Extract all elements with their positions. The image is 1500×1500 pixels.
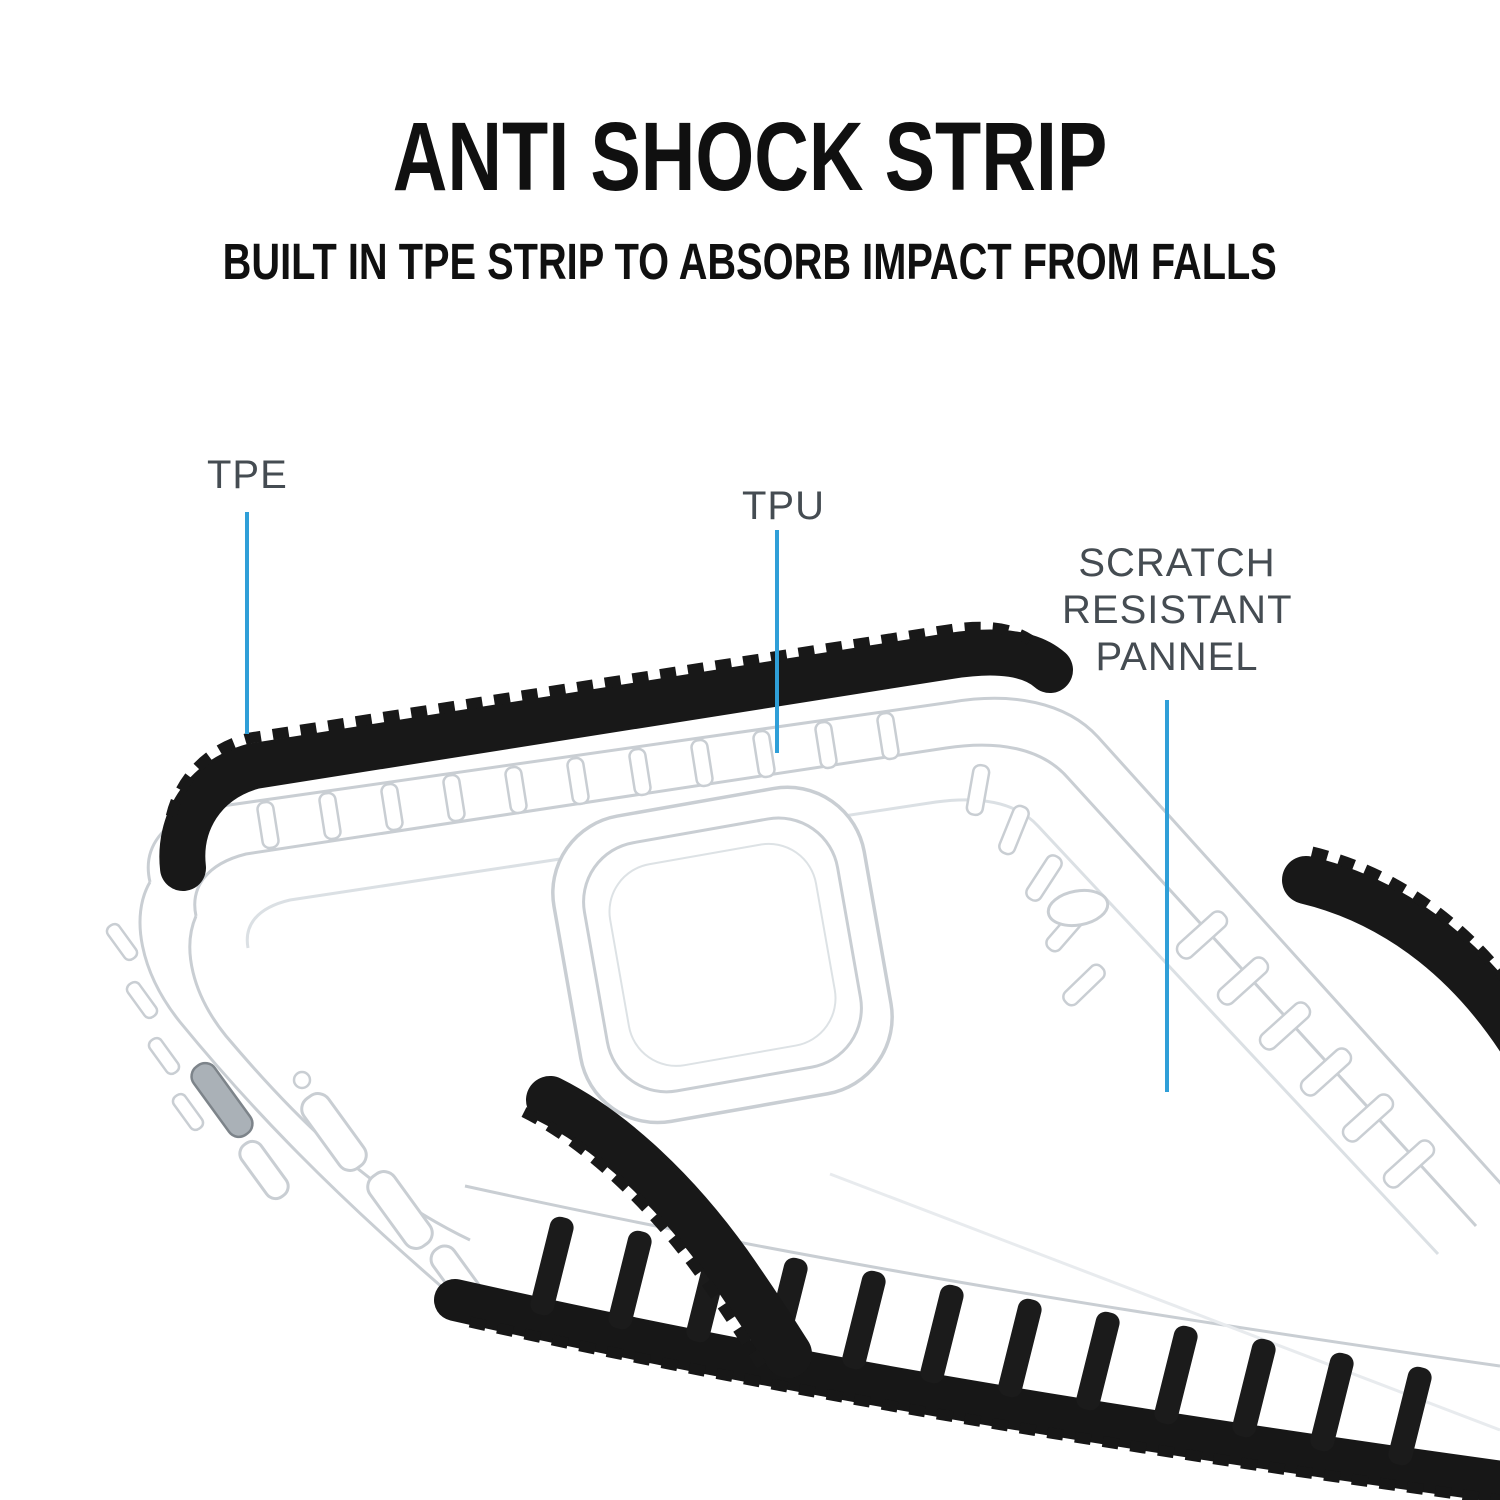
- page-subtitle: BUILT IN TPE STRIP TO ABSORB IMPACT FROM…: [0, 236, 1500, 287]
- scratch-leader-line: [1165, 700, 1169, 1092]
- page-subtitle-text: BUILT IN TPE STRIP TO ABSORB IMPACT FROM…: [222, 233, 1278, 290]
- page-title-text: ANTI SHOCK STRIP: [392, 102, 1108, 211]
- clear-case-outline: [138, 696, 1500, 1432]
- side-buttons: [190, 1061, 487, 1312]
- top-edge-ridges: [256, 711, 900, 850]
- tpe-strip-right: [1282, 846, 1500, 1052]
- tpu-label: TPU: [742, 484, 825, 528]
- camera-cutout: [551, 785, 894, 1125]
- right-edge-ridges: [965, 763, 1436, 1189]
- tpu-leader-line: [775, 530, 779, 753]
- scratch-label-line3: PANNEL: [1095, 635, 1259, 679]
- tpe-label: TPE: [207, 453, 288, 497]
- left-edge-ridges: [105, 922, 205, 1132]
- tpe-leader-line: [245, 512, 249, 734]
- scratch-resistant-panel-label: SCRATCH RESISTANT PANNEL: [1062, 540, 1292, 681]
- tpe-strip-corner: [521, 1076, 812, 1378]
- scratch-label-line2: RESISTANT: [1062, 588, 1293, 632]
- page-title: ANTI SHOCK STRIP: [0, 108, 1500, 205]
- tpe-strip-top: [159, 621, 1073, 891]
- bottom-tpe-strip: [434, 1216, 1500, 1500]
- flash-cutout: [1046, 888, 1110, 928]
- scratch-label-line1: SCRATCH: [1078, 541, 1276, 585]
